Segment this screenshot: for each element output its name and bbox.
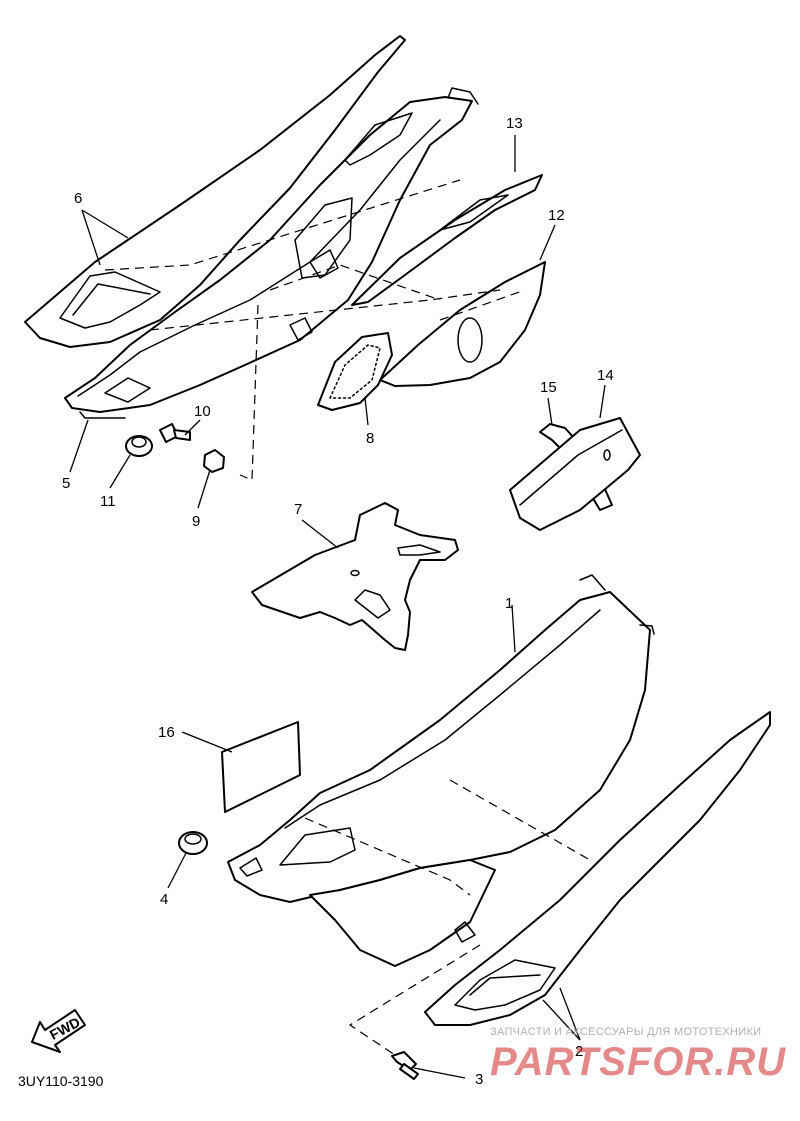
label-part-11: 11 [100,493,116,510]
part-10-bolt [159,423,191,443]
part-14-tool-bag [509,417,641,531]
part-2-lower-side-panel [424,711,771,1026]
label-part-9: 9 [192,513,200,530]
label-part-3: 3 [475,1071,483,1088]
part-13-side-strip [351,174,543,306]
callout-labels: 6 13 12 8 5 11 10 9 15 14 7 16 1 4 2 3 [62,115,614,1088]
part-16-decal [221,721,301,813]
part-7-bracket-plate [251,502,459,651]
part-3-screw [391,1051,419,1080]
part-11-grommet [125,435,153,457]
label-part-16: 16 [158,724,175,741]
label-part-6: 6 [74,190,82,207]
watermark-tagline: ЗАПЧАСТИ И АКСЕССУАРЫ ДЛЯ МОТОТЕХНИКИ [490,1026,762,1038]
part-9-nut [203,449,225,473]
label-part-1: 1 [505,595,513,612]
part-12-rear-panel [379,261,546,387]
assembly-dashed-lines [104,179,591,1056]
label-part-8: 8 [366,430,374,447]
leader-lines [69,135,606,1079]
label-part-4: 4 [160,891,168,908]
part-5-inner-side-panel [64,87,479,419]
part-8-foam-pad [317,332,393,411]
diagram-code: 3UY110-3190 [18,1073,104,1089]
fwd-arrow-icon: FWD [31,1009,86,1053]
label-part-12: 12 [548,207,565,224]
label-part-2: 2 [575,1043,583,1060]
label-part-5: 5 [62,475,70,492]
label-part-14: 14 [597,367,614,384]
part-4-grommet [178,831,208,855]
watermark-brand: PARTSFOR.RU [490,1040,787,1084]
label-part-13: 13 [506,115,523,132]
label-part-10: 10 [194,403,211,420]
part-1-side-cover [227,574,655,967]
label-part-7: 7 [294,501,302,518]
label-part-15: 15 [540,379,557,396]
